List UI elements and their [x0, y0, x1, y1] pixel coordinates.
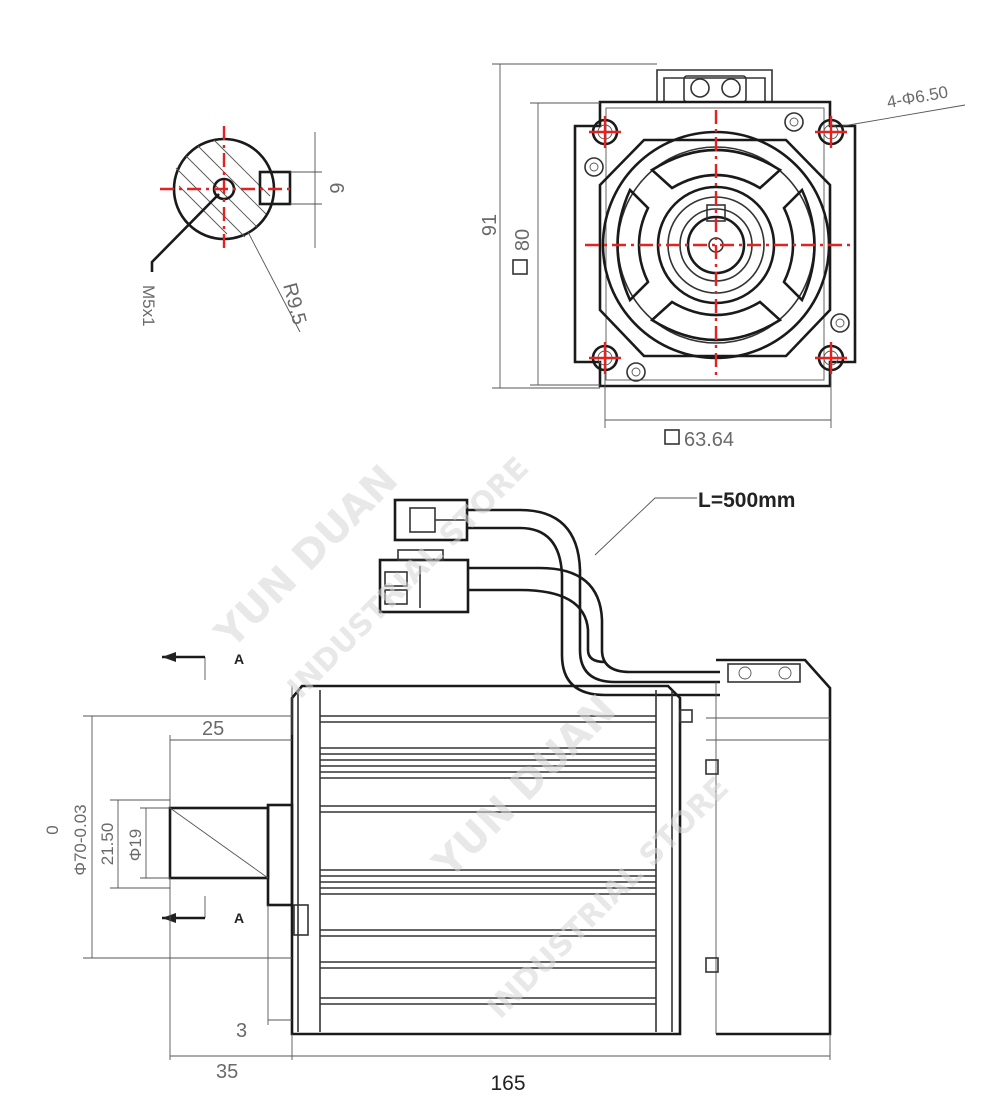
dim-key: 6	[325, 182, 347, 193]
dim-shaft-total: 35	[216, 1061, 238, 1083]
dim-thread: M5x1	[139, 285, 158, 327]
dim-pilot-dia: Φ70-0.03	[71, 804, 90, 875]
shaft-section-view	[150, 126, 322, 333]
side-view-labels: L=500mm A A 25 Φ19 21.50 Φ70-0.03 0 3 35…	[43, 489, 795, 1095]
dim-pilot-depth: 3	[236, 1020, 247, 1042]
dim-shaft-dia: Φ19	[126, 829, 145, 861]
section-mark-top: A	[234, 651, 244, 667]
section-mark-bottom: A	[234, 910, 244, 926]
square-symbol-inner	[512, 259, 528, 275]
dim-radius: R9.5	[278, 281, 310, 328]
dim-body-length: 165	[490, 1072, 525, 1095]
flange-dimension-labels: 91 80 63.64 4-Φ6.50	[479, 82, 950, 451]
watermark-line2: INDUSTRIAL STORE	[281, 451, 536, 706]
side-view	[83, 497, 832, 1060]
cable-length-label: L=500mm	[698, 489, 795, 512]
dim-holes: 4-Φ6.50	[885, 82, 949, 111]
square-symbol-width	[664, 429, 680, 445]
dim-pilot-tol: 0	[43, 825, 62, 834]
dim-shaft-length: 25	[202, 718, 224, 740]
dim-step-dia: 21.50	[98, 823, 117, 866]
dim-width: 63.64	[684, 429, 734, 451]
dim-height-outer: 91	[479, 214, 501, 236]
dim-height-inner: 80	[512, 229, 534, 251]
flange-view	[492, 63, 966, 428]
